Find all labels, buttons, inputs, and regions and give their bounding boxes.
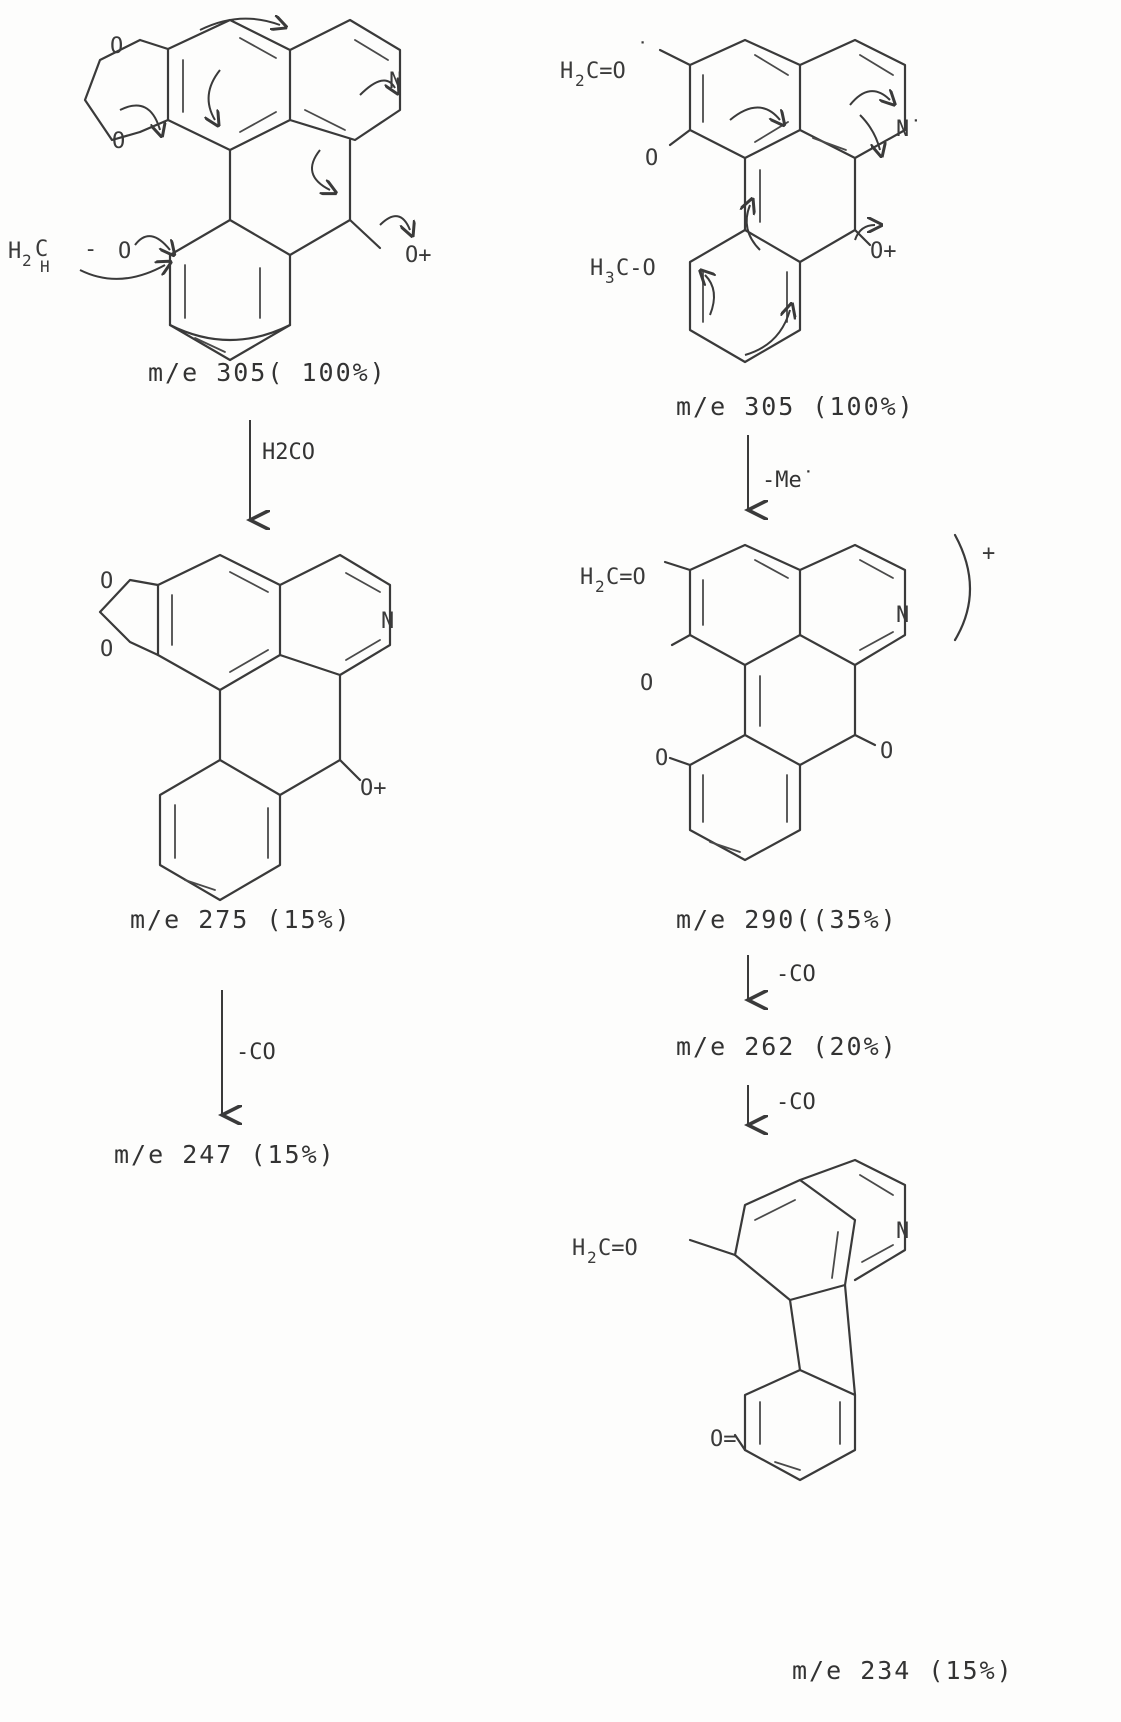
right-ion-234-label: m/e 234 (15%): [792, 1656, 1014, 1685]
svg-text:O=: O=: [710, 1427, 737, 1452]
svg-text:O: O: [118, 239, 131, 264]
left-ion-305-label: m/e 305( 100%): [148, 358, 387, 387]
svg-text:N˙: N˙: [896, 117, 923, 142]
left-ion-275-label: m/e 275 (15%): [130, 905, 352, 934]
svg-text:N: N: [896, 1219, 909, 1244]
svg-text:O+: O+: [405, 243, 432, 268]
svg-text:2: 2: [575, 71, 585, 90]
svg-text:2: 2: [595, 577, 605, 596]
svg-text:H: H: [590, 256, 603, 281]
svg-text:H: H: [8, 239, 21, 264]
svg-text:O: O: [655, 746, 668, 771]
left-reagent-h2co: H2CO: [262, 440, 315, 465]
right-structure-234: H 2 C=O N O=: [572, 1158, 909, 1482]
svg-text:2: 2: [587, 1248, 597, 1267]
svg-text:O: O: [110, 34, 123, 59]
right-reagent-me: -Me˙: [762, 468, 815, 493]
svg-text:H: H: [580, 565, 593, 590]
right-reagent-co-1: -CO: [776, 962, 816, 987]
svg-text:C: C: [35, 237, 48, 262]
svg-text:H: H: [572, 1236, 585, 1261]
left-structure-305: O O N O O+ H 2 C H -: [8, 19, 432, 362]
left-reagent-co: -CO: [236, 1040, 276, 1065]
right-reagent-co-2: -CO: [776, 1090, 816, 1115]
svg-text:N: N: [381, 609, 394, 634]
svg-text:O: O: [880, 739, 893, 764]
right-ion-290-label: m/e 290((35%): [676, 905, 898, 934]
left-ion-247-label: m/e 247 (15%): [114, 1140, 336, 1169]
svg-text:H: H: [40, 257, 50, 276]
svg-text:O+: O+: [870, 239, 897, 264]
svg-text:2: 2: [22, 251, 32, 270]
svg-text:O: O: [645, 146, 658, 171]
svg-text:N: N: [896, 603, 909, 628]
svg-text:3: 3: [605, 268, 615, 287]
svg-text:C=O: C=O: [606, 565, 646, 590]
left-structure-275: O O N O+: [98, 553, 394, 902]
right-ion-262-label: m/e 262 (20%): [676, 1032, 898, 1061]
svg-text:O: O: [100, 637, 113, 662]
svg-text:C=O: C=O: [586, 59, 626, 84]
svg-text:-: -: [84, 237, 97, 262]
svg-text:O: O: [640, 671, 653, 696]
svg-text:˙: ˙: [636, 39, 649, 64]
svg-text:N: N: [389, 69, 402, 94]
svg-text:C=O: C=O: [598, 1236, 638, 1261]
svg-text:O+: O+: [360, 776, 387, 801]
svg-text:+: +: [982, 541, 995, 566]
svg-text:O: O: [100, 569, 113, 594]
right-structure-305: H 2 C=O ˙ O N˙ O+ H 3 C-O: [560, 38, 923, 364]
svg-text:H: H: [560, 59, 573, 84]
svg-text:O: O: [112, 129, 125, 154]
svg-text:C-O: C-O: [616, 256, 656, 281]
right-structure-290: H 2 C=O N O O O +: [580, 533, 995, 862]
right-ion-305-label: m/e 305 (100%): [676, 392, 915, 421]
